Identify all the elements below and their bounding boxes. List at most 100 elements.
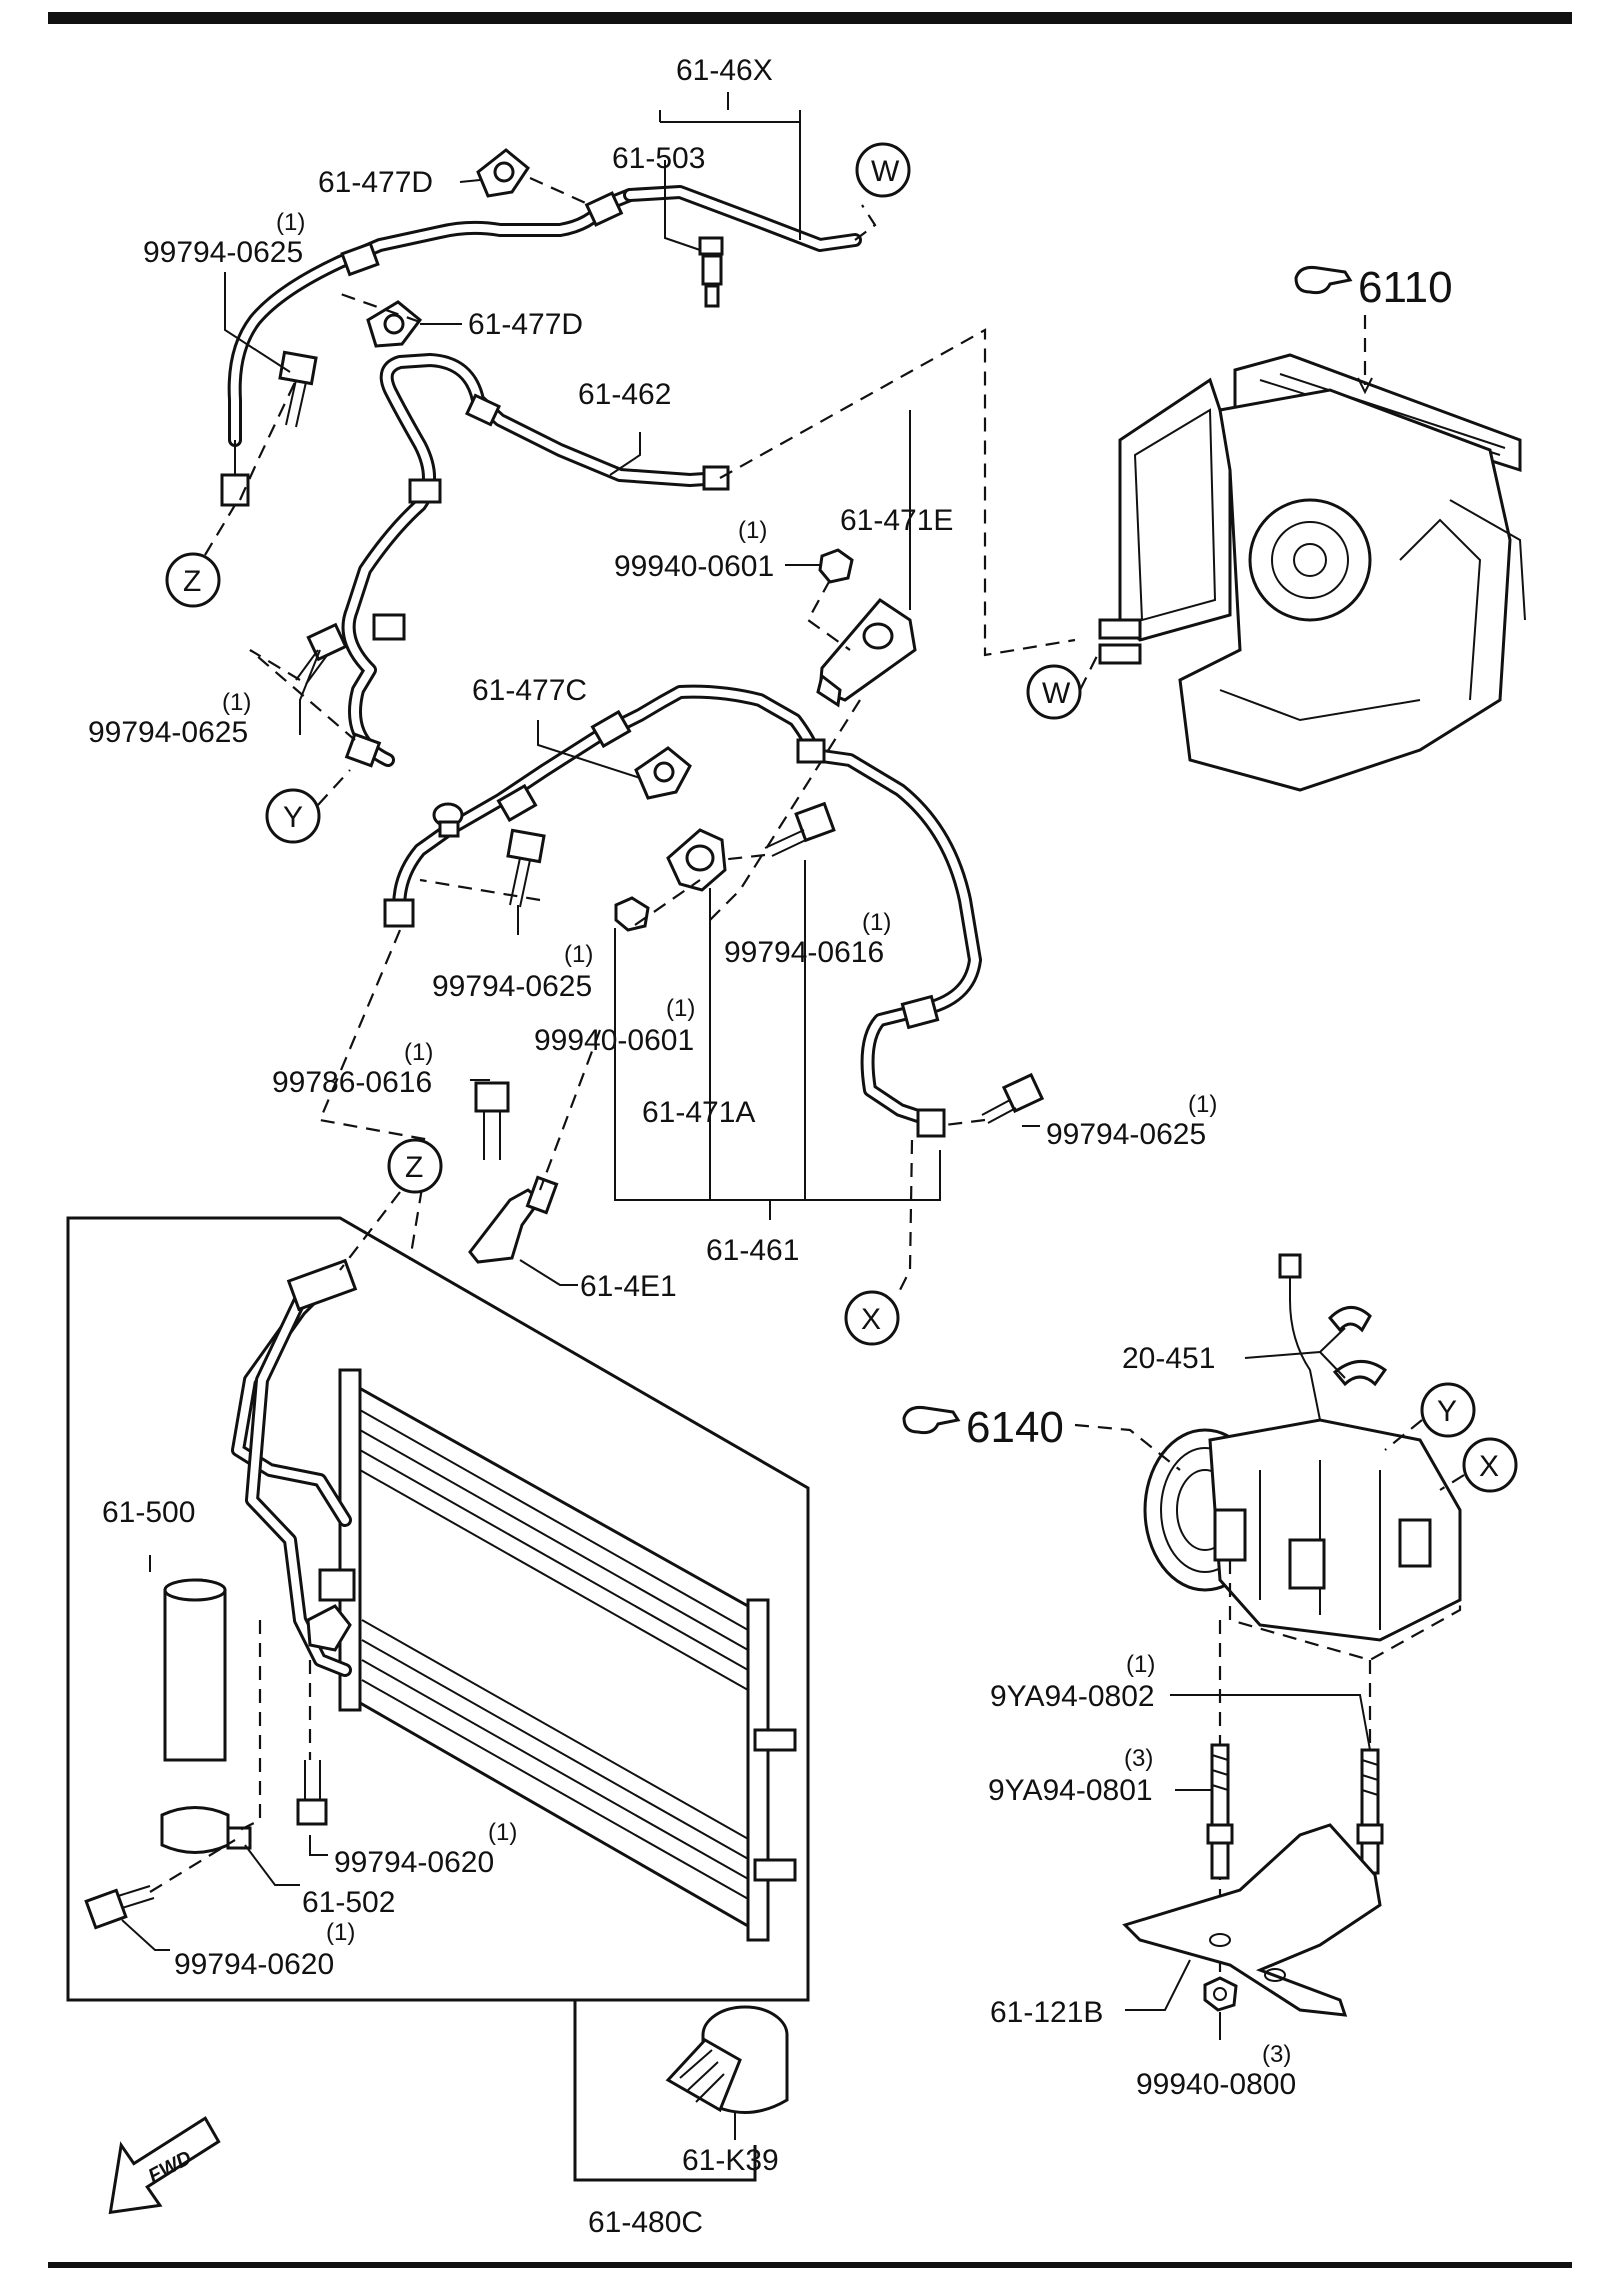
qty-99794-0625-right: (1) — [1188, 1091, 1217, 1118]
hose-61-461 — [383, 684, 982, 1138]
label-61-477D-upper: 61-477D — [318, 166, 433, 199]
label-99940-0601-lower: 99940-0601 — [534, 1024, 694, 1057]
hose-61-462 — [341, 353, 730, 768]
cap-61-461 — [432, 802, 464, 838]
label-61-471E: 61-471E — [840, 504, 953, 537]
clamp-61-477C — [634, 746, 692, 800]
qty-99794-0620-lower: (1) — [326, 1919, 355, 1946]
pointing-hand-icon — [1294, 266, 1353, 295]
label-99794-0625-right: 99794-0625 — [1046, 1118, 1206, 1151]
bolt-99786-0616 — [474, 1081, 510, 1160]
label-99794-0620-lower: 99794-0620 — [174, 1948, 334, 1981]
label-99794-0625-top: 99794-0625 — [143, 236, 303, 269]
label-99940-0601-upper: 99940-0601 — [614, 550, 774, 583]
connector-Z-mid: Z — [387, 1138, 443, 1194]
stud-9YA94-0801 — [1206, 1743, 1234, 1880]
hvac-unit-6110 — [1098, 353, 1526, 792]
bolt-99794-0620-lower — [84, 1885, 155, 1930]
pointing-hand-icon — [902, 1406, 961, 1435]
stud-9YA94-0802 — [1356, 1748, 1384, 1875]
label-61-477D-lower: 61-477D — [468, 308, 583, 341]
snap-ring-20-451-upper — [1327, 1306, 1372, 1333]
bolt-99794-0625-top — [278, 350, 318, 428]
label-61-500: 61-500 — [102, 1496, 195, 1529]
qty-99940-0601-lower: (1) — [666, 995, 695, 1022]
qty-99786-0616: (1) — [404, 1039, 433, 1066]
compressor-6140 — [1143, 1253, 1462, 1642]
label-61-462: 61-462 — [578, 378, 671, 411]
qty-99940-0800: (3) — [1262, 2041, 1291, 2068]
label-20-451: 20-451 — [1122, 1342, 1215, 1375]
bolt-99794-0625-mid — [506, 828, 546, 908]
label-99794-0616: 99794-0616 — [724, 936, 884, 969]
label-61-121B: 61-121B — [990, 1996, 1103, 2029]
clamp-61-477D-lower — [366, 300, 423, 348]
label-61-480C: 61-480C — [588, 2206, 703, 2239]
bolt-99794-0625-left — [295, 622, 348, 685]
condenser-core — [231, 1258, 797, 1942]
svg-text:Y: Y — [1437, 1395, 1457, 1428]
qty-9YA94-0802: (1) — [1126, 1651, 1155, 1678]
receiver-drier-61-500 — [163, 1578, 227, 1762]
ref-6110: 6110 — [1358, 263, 1453, 312]
svg-text:Y: Y — [283, 801, 303, 834]
label-99786-0616: 99786-0616 — [272, 1066, 432, 1099]
top-border — [48, 12, 1572, 24]
nut-99940-0601-upper — [818, 548, 854, 584]
connector-W-unit: W — [1026, 664, 1082, 720]
connector-Y-left: Y — [265, 788, 321, 844]
forward-arrow-icon: FWD — [108, 2116, 221, 2215]
bottom-border — [48, 2262, 1572, 2268]
connector-Z-left: Z — [165, 552, 221, 608]
svg-text:X: X — [861, 1303, 881, 1336]
qty-99794-0625-top: (1) — [276, 209, 305, 236]
label-61-4E1: 61-4E1 — [580, 1270, 677, 1303]
label-9YA94-0801: 9YA94-0801 — [988, 1774, 1153, 1807]
connector-Y-comp: Y — [1420, 1382, 1476, 1438]
label-61-471A: 61-471A — [642, 1096, 755, 1129]
svg-text:Z: Z — [405, 1151, 423, 1184]
bracket-61-471E — [816, 598, 917, 708]
qty-99794-0625-mid: (1) — [564, 941, 593, 968]
hose-61-46X — [220, 185, 862, 507]
svg-text:W: W — [1042, 677, 1071, 710]
svg-text:Z: Z — [183, 565, 201, 598]
label-99794-0625-left: 99794-0625 — [88, 716, 248, 749]
bolt-99794-0625-right — [981, 1072, 1045, 1124]
bracket-61-502 — [160, 1806, 252, 1854]
svg-text:W: W — [871, 155, 900, 188]
label-61-461: 61-461 — [706, 1234, 799, 1267]
label-99794-0620-upper: 99794-0620 — [334, 1846, 494, 1879]
oil-61-K39 — [665, 2005, 789, 2114]
snap-ring-20-451-lower — [1332, 1360, 1388, 1387]
qty-99794-0616: (1) — [862, 909, 891, 936]
bracket-61-121B — [1122, 1823, 1382, 2017]
clamp-61-477D-upper — [476, 148, 531, 198]
label-61-477C: 61-477C — [472, 674, 587, 707]
svg-text:X: X — [1479, 1450, 1499, 1483]
ref-6140: 6140 — [966, 1403, 1064, 1452]
label-61-K39: 61-K39 — [682, 2144, 779, 2177]
label-99794-0625-mid: 99794-0625 — [432, 970, 592, 1003]
nut-99940-0601-lower — [614, 896, 650, 932]
label-99940-0800: 99940-0800 — [1136, 2068, 1296, 2101]
connector-W-top: W — [855, 142, 911, 198]
bolt-99794-0616 — [764, 801, 836, 857]
label-9YA94-0802: 9YA94-0802 — [990, 1680, 1155, 1713]
qty-99794-0625-left: (1) — [222, 689, 251, 716]
bolt-99794-0620-upper — [296, 1760, 328, 1826]
bracket-61-4E1 — [468, 1175, 559, 1264]
qty-99940-0601-upper: (1) — [738, 517, 767, 544]
pressure-switch-61-503 — [698, 236, 724, 308]
qty-99794-0620-upper: (1) — [488, 1819, 517, 1846]
label-61-46X: 61-46X — [676, 54, 773, 87]
connector-X-comp: X — [1462, 1437, 1518, 1493]
nut-99940-0800 — [1203, 1976, 1238, 2012]
qty-9YA94-0801: (3) — [1124, 1745, 1153, 1772]
bracket-61-471A — [666, 828, 727, 892]
connector-X-mid: X — [844, 1290, 900, 1346]
label-61-503: 61-503 — [612, 142, 705, 175]
condenser-assembly-box — [66, 1216, 810, 2182]
label-61-502: 61-502 — [302, 1886, 395, 1919]
